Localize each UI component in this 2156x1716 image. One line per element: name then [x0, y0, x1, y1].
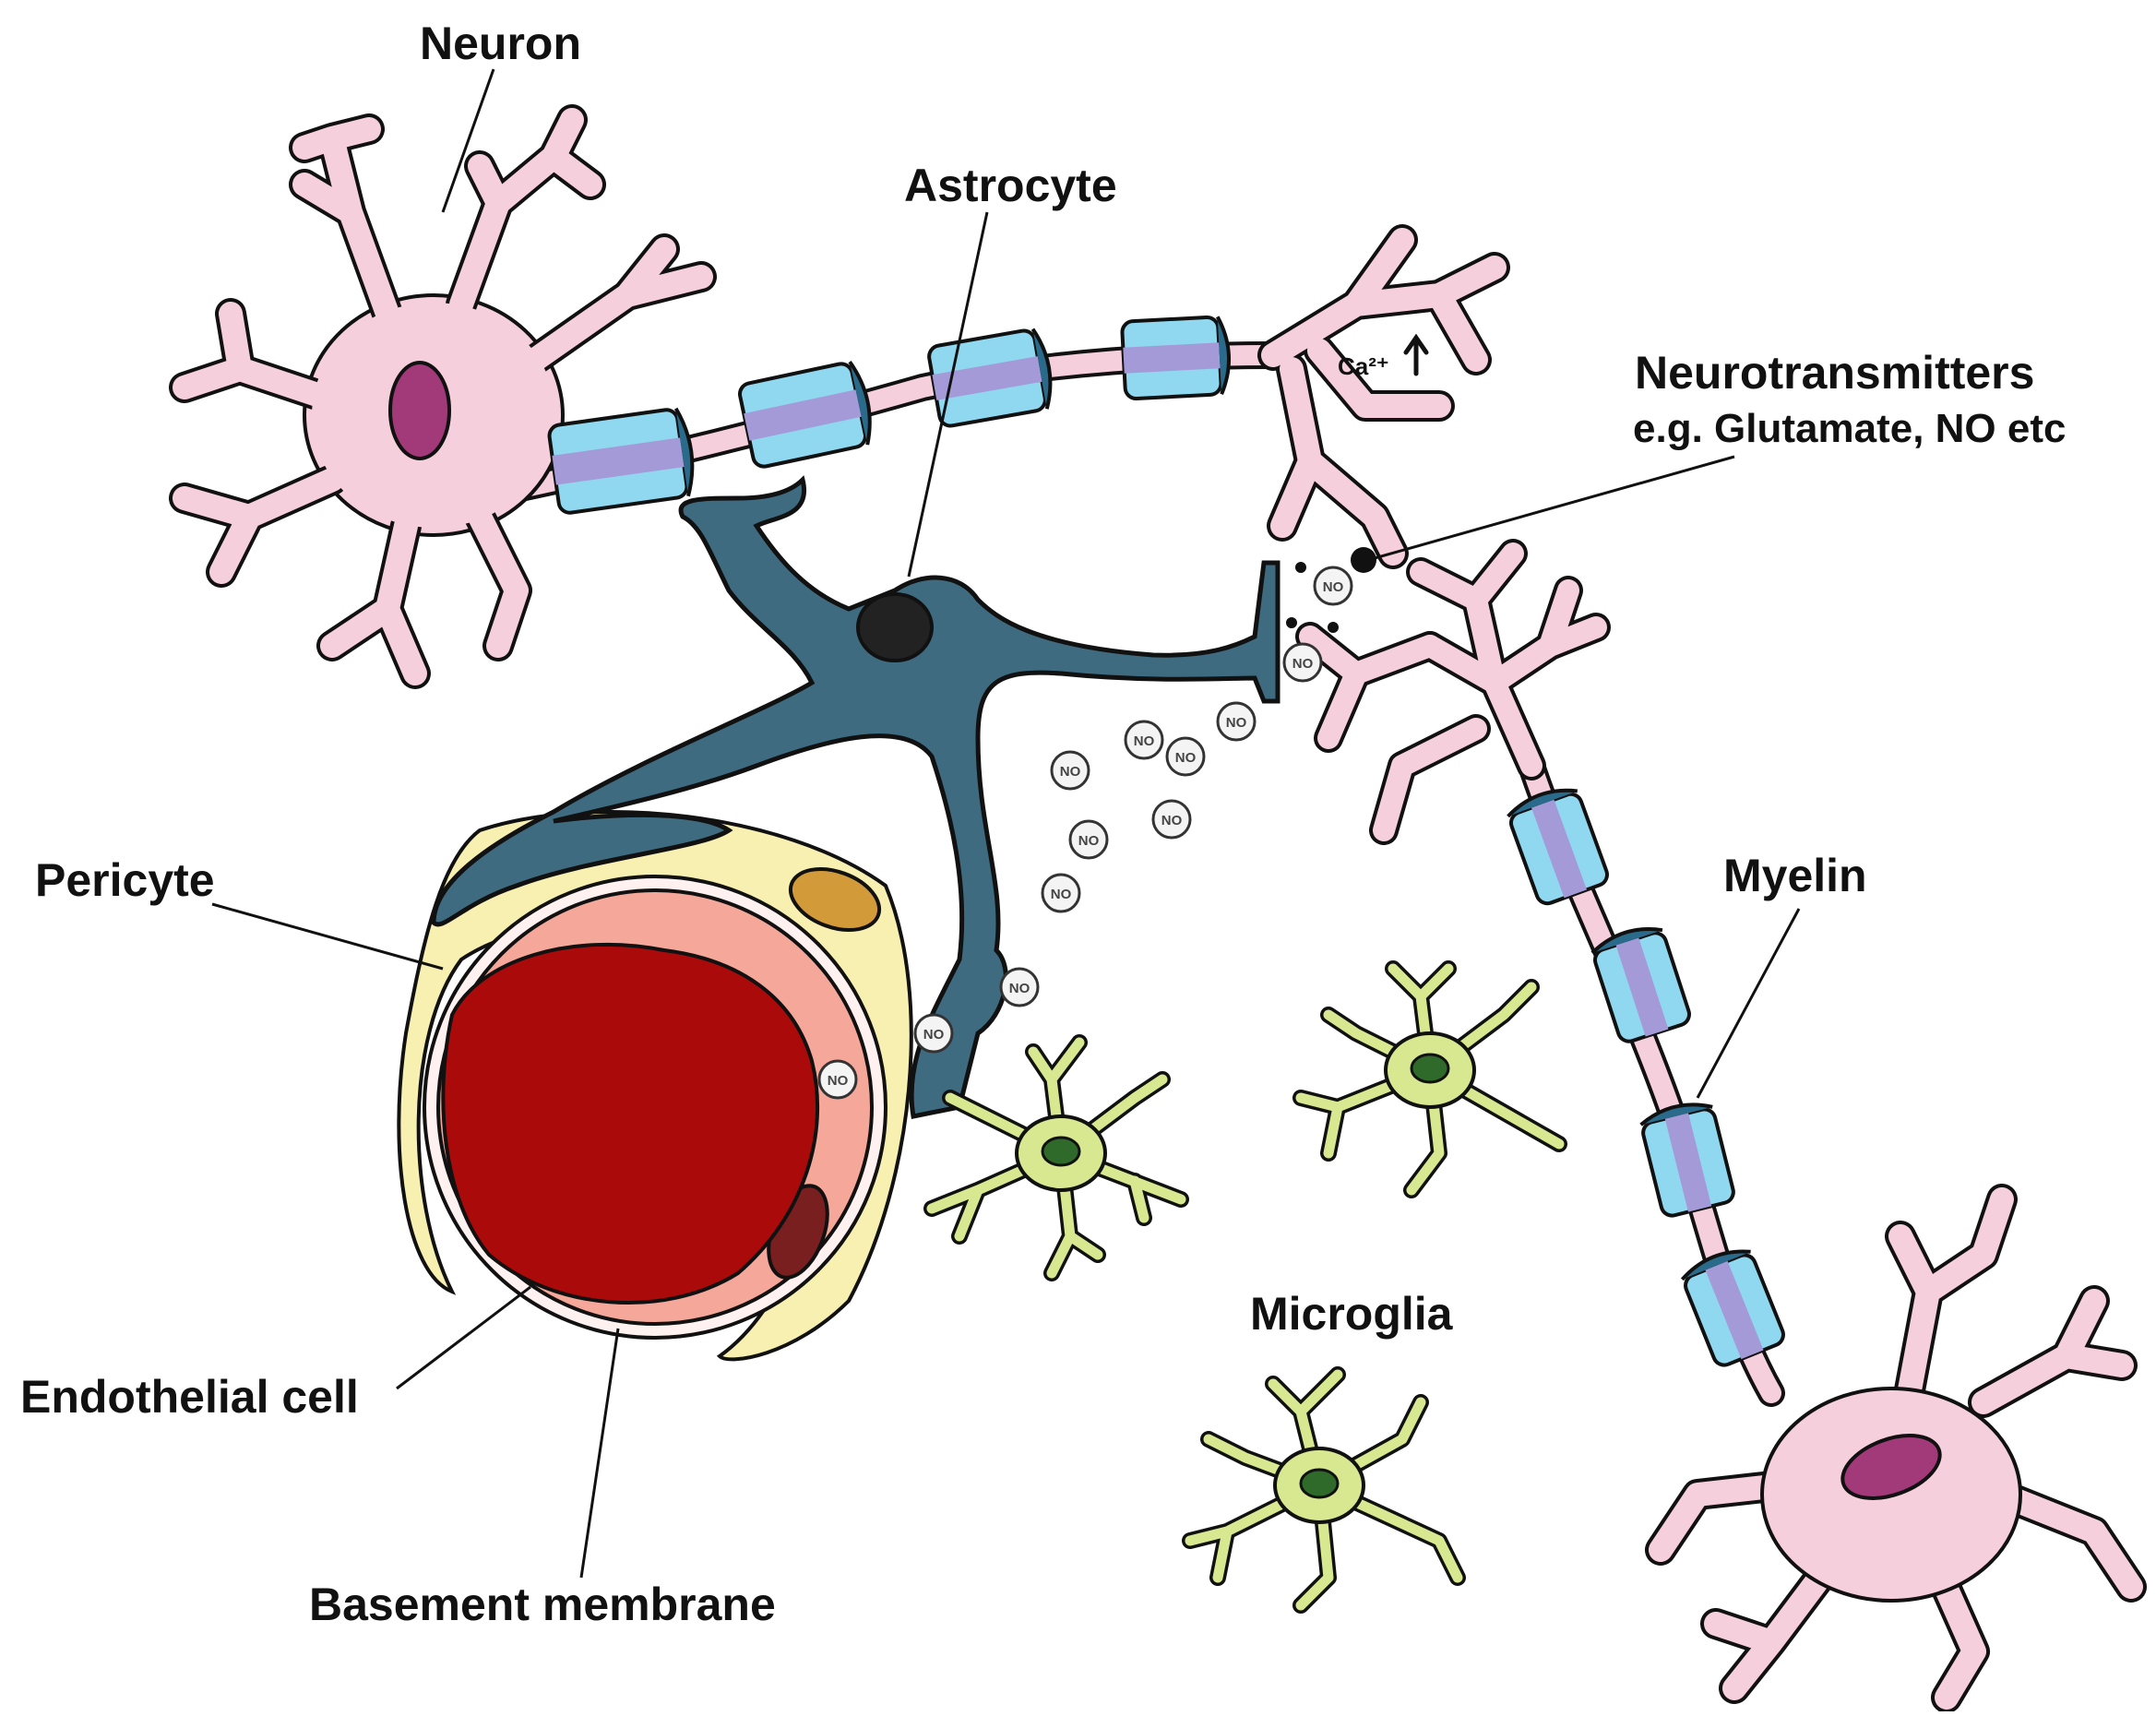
no-molecule-label: NO — [1060, 764, 1081, 780]
no-molecule-label: NO — [1134, 733, 1155, 749]
leader-line-endothelial — [396, 1285, 531, 1390]
no-molecule: NO — [817, 1059, 858, 1100]
no-molecule-label: NO — [1051, 887, 1072, 902]
neurotransmitter-dots — [1286, 547, 1376, 633]
leader-line-myelin — [1696, 908, 1801, 1099]
pericyte-nucleus — [788, 867, 882, 932]
no-molecules: NO NO NO NO NO NO NO NO NO NO NO NO — [817, 566, 1353, 1100]
no-molecule-label: NO — [1323, 579, 1344, 595]
calcium-arrow-icon — [1403, 333, 1429, 376]
neurotransmitter-dot — [1286, 617, 1297, 628]
neuron-bottom-right-nucleus — [1840, 1434, 1942, 1500]
label-neurotransmitters: Neurotransmitters — [1635, 347, 2035, 399]
neuron-bottom-right — [1645, 1184, 2147, 1713]
no-molecule: NO — [999, 967, 1040, 1007]
no-molecule: NO — [1124, 720, 1164, 760]
myelin-sheaths-right — [1507, 788, 1785, 1367]
vessel-lumen — [441, 942, 819, 1305]
leader-line-basement — [579, 1328, 620, 1579]
astrocyte-nucleus — [856, 592, 934, 662]
leader-lines — [211, 68, 1801, 1579]
no-molecule-label: NO — [1226, 715, 1247, 731]
no-molecule: NO — [1216, 701, 1257, 742]
neuron-top-left-fill — [173, 108, 713, 685]
axon-terminal — [1257, 224, 1510, 569]
microglia-cell — [1292, 960, 1567, 1198]
no-molecule-label: NO — [1292, 656, 1314, 672]
no-molecule-label: NO — [923, 1027, 945, 1043]
label-endothelial-cell: Endothelial cell — [20, 1371, 359, 1423]
no-molecule-label: NO — [1078, 833, 1100, 849]
astrocyte — [431, 475, 1280, 1119]
no-molecule: NO — [1050, 750, 1090, 791]
leader-line-neuron — [441, 68, 495, 213]
no-molecule: NO — [1165, 736, 1206, 777]
no-molecule: NO — [1151, 799, 1192, 840]
microglia-cell — [1182, 1366, 1466, 1614]
neurotransmitter-dot — [1328, 622, 1339, 633]
label-microglia: Microglia — [1250, 1288, 1453, 1340]
no-molecule: NO — [913, 1013, 954, 1054]
no-molecule-label: NO — [1161, 813, 1183, 828]
leader-line-astrocyte — [907, 211, 989, 578]
no-molecule: NO — [1041, 873, 1081, 913]
neuron-top-left-nucleus — [388, 361, 451, 460]
label-neurotransmitters-examples: e.g. Glutamate, NO etc — [1633, 406, 2067, 451]
label-neuron: Neuron — [420, 18, 581, 69]
no-molecule: NO — [1068, 819, 1109, 860]
leader-line-pericyte — [211, 902, 444, 971]
neurotransmitter-dot — [1351, 547, 1376, 573]
leader-line-neurotransmitters — [1374, 455, 1735, 560]
label-astrocyte: Astrocyte — [904, 160, 1117, 211]
myelin-sheaths-top — [547, 315, 1231, 515]
no-molecule-label: NO — [1009, 981, 1030, 996]
neurotransmitter-dot — [1295, 562, 1306, 573]
no-molecule: NO — [1313, 566, 1353, 606]
label-calcium: Ca²⁺ — [1338, 352, 1389, 380]
label-basement-membrane: Basement membrane — [309, 1579, 776, 1630]
no-molecule-label: NO — [828, 1073, 849, 1089]
no-molecule-label: NO — [1175, 750, 1197, 766]
microglia-cell — [923, 1034, 1189, 1281]
label-myelin: Myelin — [1723, 850, 1867, 901]
label-pericyte: Pericyte — [35, 854, 215, 906]
neuron-right-dendrites — [1295, 539, 1611, 845]
no-molecule: NO — [1282, 642, 1323, 683]
